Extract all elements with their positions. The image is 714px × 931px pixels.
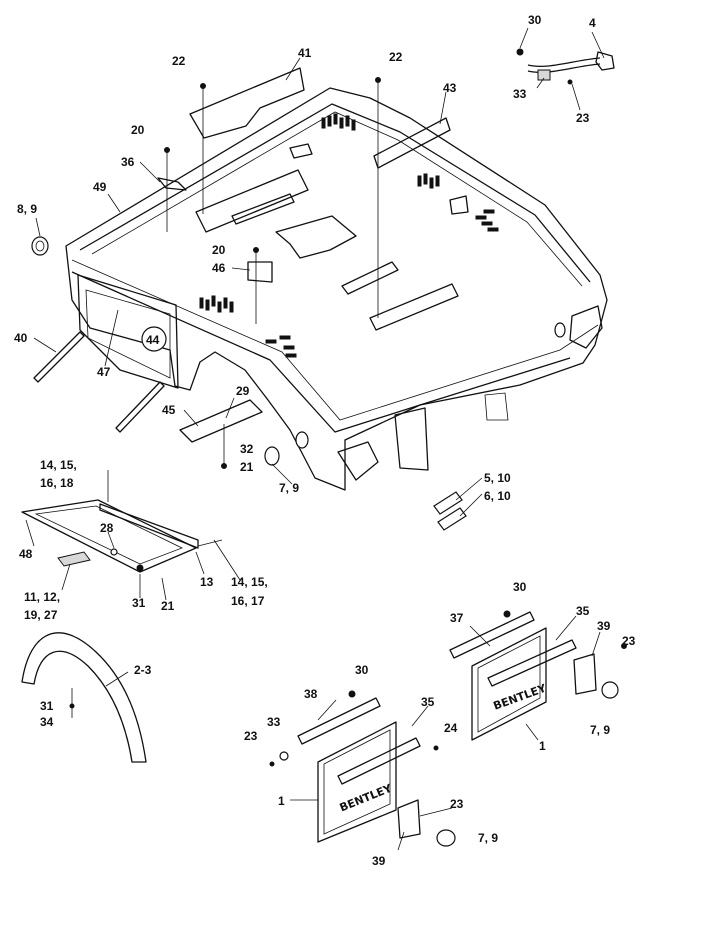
callout-20-mid: 20 [212, 243, 226, 257]
callout-49: 49 [93, 180, 107, 194]
mudflap-text-left: BENTLEY [338, 781, 395, 814]
callout-47: 47 [97, 365, 111, 379]
callout-40: 40 [14, 331, 28, 345]
callout-21-mid: 21 [240, 460, 254, 474]
tray-48 [21, 470, 223, 573]
callout-33-top: 33 [513, 87, 527, 101]
bracket-46 [247, 247, 273, 324]
mud-flap-left: BENTLEY [269, 690, 456, 847]
callout-16-17: 16, 17 [231, 594, 265, 608]
callout-21-bottom: 21 [161, 599, 175, 613]
fender-2-3 [21, 632, 147, 763]
caps-7-9-right [264, 446, 467, 531]
callout-4: 4 [589, 16, 596, 30]
callout-1-right: 1 [539, 739, 546, 753]
callout-44-circle [141, 326, 167, 352]
callout-29: 29 [236, 384, 250, 398]
callout-31-mid: 31 [132, 596, 146, 610]
callout-7-9-right: 7, 9 [590, 723, 611, 737]
callout-46: 46 [212, 261, 226, 275]
callout-33-left: 33 [267, 715, 281, 729]
leader-lines [25, 27, 605, 851]
bracket-36 [157, 147, 187, 232]
callout-36: 36 [121, 155, 135, 169]
callout-2-3: 2-3 [134, 663, 152, 677]
plate-43 [373, 117, 451, 169]
callout-41: 41 [298, 46, 312, 60]
callout-5-10: 5, 10 [484, 471, 511, 485]
callout-30-left: 30 [355, 663, 369, 677]
callout-22-left: 22 [172, 54, 186, 68]
callout-13: 13 [200, 575, 214, 589]
callout-37: 37 [450, 611, 464, 625]
callout-48: 48 [19, 547, 33, 561]
callout-31-bottom: 31 [40, 699, 54, 713]
rod-40 [33, 331, 85, 383]
callout-11-12: 11, 12, [24, 590, 61, 604]
callout-43: 43 [443, 81, 457, 95]
callout-39-left: 39 [372, 854, 386, 868]
callout-30-top: 30 [528, 13, 542, 27]
callout-23-top: 23 [576, 111, 590, 125]
callout-1-left: 1 [278, 794, 285, 808]
callout-14-15-bottom: 14, 15, [231, 575, 268, 589]
callout-7-9-mid: 7, 9 [279, 481, 300, 495]
callout-39-right: 39 [597, 619, 611, 633]
callout-7-9-bottom: 7, 9 [478, 831, 499, 845]
callout-23-right: 23 [622, 634, 636, 648]
callout-32: 32 [240, 442, 254, 456]
callout-35-right: 35 [576, 604, 590, 618]
callout-22-right: 22 [389, 50, 403, 64]
callout-23-bottom: 23 [450, 797, 464, 811]
callout-30-right: 30 [513, 580, 527, 594]
callout-16-18: 16, 18 [40, 476, 74, 490]
callout-6-10: 6, 10 [484, 489, 511, 503]
bracket-45 [179, 399, 263, 469]
bolts-22 [200, 77, 381, 318]
callout-24: 24 [444, 721, 458, 735]
callout-45: 45 [162, 403, 176, 417]
callout-23-left: 23 [244, 729, 258, 743]
tow-chain [516, 48, 615, 85]
callout-35-left: 35 [421, 695, 435, 709]
callout-19-27: 19, 27 [24, 608, 58, 622]
rod-fender [115, 381, 165, 433]
callout-38: 38 [304, 687, 318, 701]
callout-44: 44 [146, 333, 160, 347]
cap-8-9 [31, 236, 49, 256]
callout-34: 34 [40, 715, 54, 729]
callout-20-top: 20 [131, 123, 145, 137]
plate-41 [189, 67, 305, 139]
callout-8-9: 8, 9 [17, 202, 38, 216]
fender-assembly [65, 87, 608, 491]
callout-28: 28 [100, 521, 114, 535]
callout-14-15-top: 14, 15, [40, 458, 77, 472]
